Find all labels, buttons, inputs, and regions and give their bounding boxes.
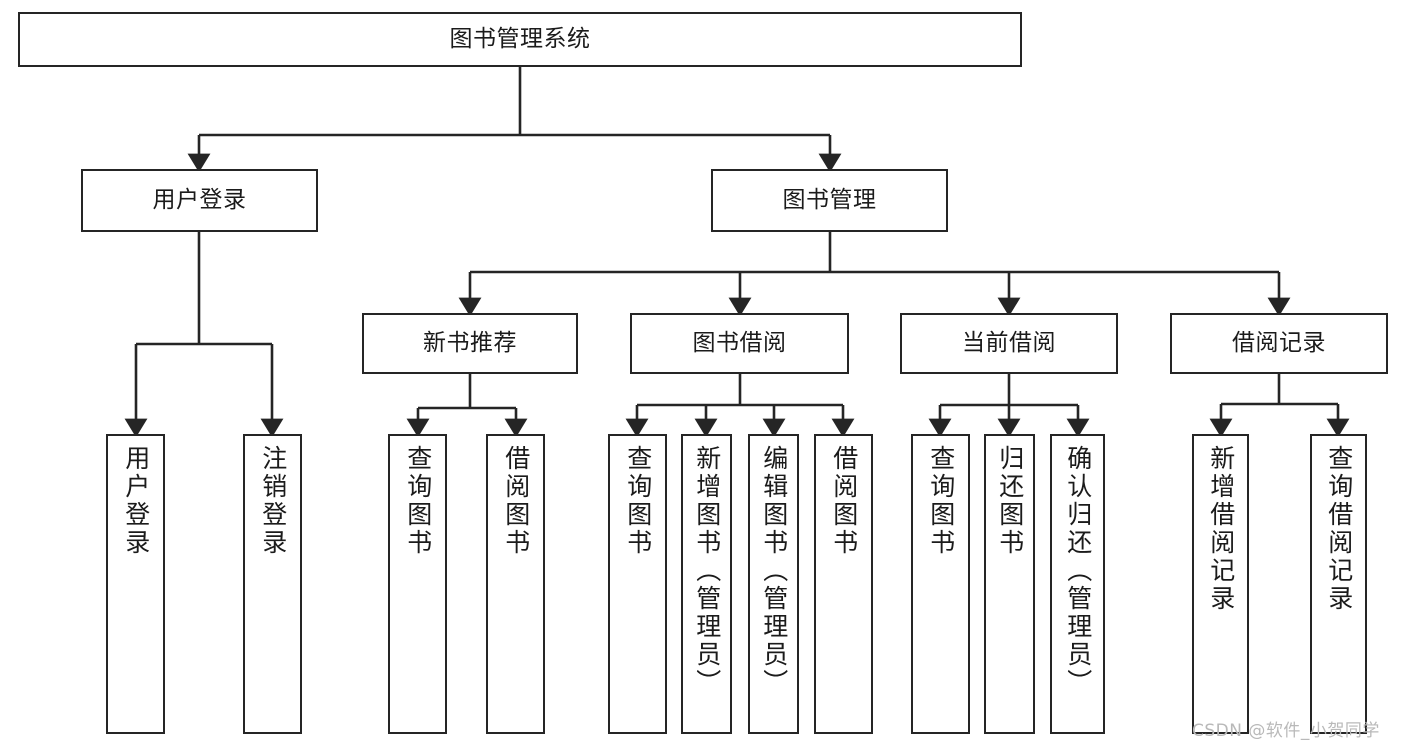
node-label: 新增借阅记录 [1206,445,1236,613]
leaf-edit-book-admin[interactable]: 编辑图书（管理员） [748,434,799,734]
leaf-confirm-return-admin[interactable]: 确认归还（管理员） [1050,434,1105,734]
node-book-management[interactable]: 图书管理 [711,169,948,232]
node-label: 借阅记录 [1232,329,1326,356]
node-label: 借阅图书 [501,445,531,557]
node-current-borrowing[interactable]: 当前借阅 [900,313,1118,374]
node-label: 确认归还（管理员） [1063,445,1093,697]
node-label: 新增图书（管理员） [692,445,722,697]
node-new-book-recommendation[interactable]: 新书推荐 [362,313,578,374]
node-label: 当前借阅 [962,329,1056,356]
node-label: 图书管理系统 [449,25,591,52]
node-borrowing-records[interactable]: 借阅记录 [1170,313,1388,374]
node-label: 图书管理 [782,186,877,213]
leaf-query-borrow-record[interactable]: 查询借阅记录 [1310,434,1367,734]
leaf-query-books-current[interactable]: 查询图书 [911,434,970,734]
leaf-add-borrow-record[interactable]: 新增借阅记录 [1192,434,1249,734]
leaf-query-books-borrow[interactable]: 查询图书 [608,434,667,734]
node-label: 新书推荐 [423,329,517,356]
node-label: 用户登录 [152,186,247,213]
node-label: 查询图书 [403,445,433,557]
node-label: 注销登录 [258,445,288,557]
leaf-logout[interactable]: 注销登录 [243,434,302,734]
leaf-borrow-books-recommend[interactable]: 借阅图书 [486,434,545,734]
leaf-return-books[interactable]: 归还图书 [984,434,1035,734]
node-label: 查询图书 [623,445,653,557]
node-label: 用户登录 [121,445,151,557]
node-label: 查询借阅记录 [1324,445,1354,613]
leaf-borrow-books[interactable]: 借阅图书 [814,434,873,734]
node-label: 查询图书 [926,445,956,557]
leaf-query-books-recommend[interactable]: 查询图书 [388,434,447,734]
node-book-borrowing[interactable]: 图书借阅 [630,313,849,374]
leaf-user-login[interactable]: 用户登录 [106,434,165,734]
node-root-book-management-system[interactable]: 图书管理系统 [18,12,1022,67]
leaf-add-book-admin[interactable]: 新增图书（管理员） [681,434,732,734]
csdn-watermark: CSDN @软件_小贺同学 [1192,721,1380,741]
node-user-login[interactable]: 用户登录 [81,169,318,232]
node-label: 借阅图书 [829,445,859,557]
node-label: 图书借阅 [692,329,787,356]
node-label: 编辑图书（管理员） [759,445,789,697]
node-label: 归还图书 [995,445,1025,557]
